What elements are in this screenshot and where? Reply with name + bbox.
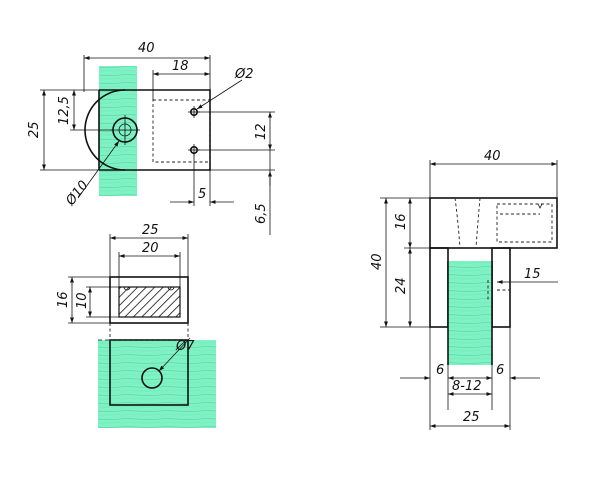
dim-side-wall-right: 6	[496, 363, 504, 378]
dim-front-bore: Ø7	[175, 339, 195, 354]
dim-top-body-height: 25	[27, 121, 42, 138]
dim-front-outer-width: 25	[142, 223, 159, 238]
glass-panel-side	[448, 261, 492, 365]
clamp-leg-right	[491, 247, 511, 328]
dim-top-overall-width: 40	[138, 41, 155, 56]
clamp-leg-left	[429, 247, 449, 328]
dim-side-top-height: 16	[394, 213, 409, 230]
clamp-body-upper-side	[429, 197, 558, 249]
glass-panel-front	[98, 340, 216, 428]
dim-side-wall-left: 6	[436, 363, 444, 378]
dim-side-screw-depth: 15	[524, 267, 541, 282]
dim-top-hole-large: Ø10	[63, 178, 92, 209]
dim-front-total-height: 16	[56, 291, 71, 308]
dim-front-inner-height: 10	[75, 292, 90, 309]
hatched-section	[118, 286, 181, 318]
dim-side-leg-height: 24	[394, 277, 409, 294]
bore-front	[141, 367, 163, 389]
clamp-body-upper-front	[109, 276, 189, 324]
dim-top-hole-offset: 6,5	[254, 203, 269, 224]
dim-top-hole-inset: 5	[198, 187, 206, 202]
dim-top-radius-height: 12,5	[57, 96, 72, 125]
side-view: 40 40 16 24 15 6 6 8-12 25	[370, 149, 558, 430]
dim-top-slot-offset: 18	[172, 59, 189, 74]
hidden-slot-top	[152, 99, 211, 163]
dim-side-bottom-width: 25	[463, 410, 480, 425]
dim-side-overall-width: 40	[484, 149, 501, 164]
front-view: 25 20 16 10 Ø7	[56, 223, 216, 428]
dim-front-inner-width: 20	[142, 241, 159, 256]
dim-top-hole-spacing: 12	[254, 123, 269, 140]
dim-side-total-height: 40	[370, 253, 385, 270]
top-view: 40 18 Ø2 25 12,5 12 Ø10 5	[27, 41, 275, 235]
dim-top-hole-small: Ø2	[234, 67, 254, 82]
dim-side-glass-range: 8-12	[452, 379, 482, 394]
